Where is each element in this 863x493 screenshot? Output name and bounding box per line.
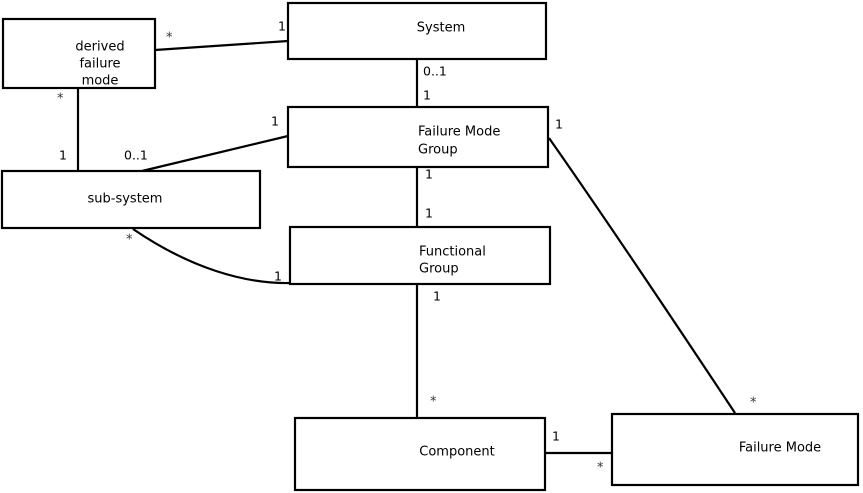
class-label-failure-mode-group-line2: Group: [418, 143, 458, 158]
multiplicity-fmg-fg-source: 1: [425, 167, 433, 182]
link-failure-mode-group-to-sub-system: [141, 134, 289, 173]
link-derived-failure-mode-to-system: [154, 39, 289, 52]
class-box-system[interactable]: [286, 1, 548, 61]
multiplicity-dfm-system-target: 1: [278, 19, 286, 34]
multiplicity-fmg-failuremode-target: *: [750, 396, 757, 411]
class-label-component: Component: [419, 445, 494, 460]
multiplicity-subsystem-fg-target: 1: [274, 269, 282, 284]
link-failure-mode-group-to-failure-mode: [548, 137, 736, 414]
multiplicity-dfm-subsystem-target: 1: [59, 148, 67, 163]
multiplicity-system-fmg-target: 1: [423, 88, 431, 103]
class-box-failure-mode-group[interactable]: [286, 105, 550, 169]
multiplicity-dfm-system-source: *: [166, 31, 173, 46]
class-label-system: System: [417, 21, 465, 36]
multiplicity-component-failuremode-target: *: [597, 461, 604, 476]
multiplicity-subsystem-fg-source: *: [126, 233, 133, 248]
multiplicity-fmg-failuremode-source: 1: [555, 117, 563, 132]
class-label-derived-failure-mode-line1: derived: [75, 40, 124, 55]
class-box-sub-system[interactable]: [0, 169, 262, 230]
class-label-derived-failure-mode-line2: failure: [79, 57, 120, 72]
class-label-derived-failure-mode-line3: mode: [82, 74, 119, 89]
class-box-derived-failure-mode[interactable]: [1, 17, 157, 90]
link-sub-system-to-functional-group: [132, 228, 291, 285]
class-label-sub-system: sub-system: [88, 192, 163, 207]
multiplicity-system-fmg-source: 0..1: [423, 64, 447, 79]
class-label-failure-mode-group-line1: Failure Mode: [418, 125, 500, 140]
multiplicity-component-failuremode-source: 1: [552, 429, 560, 444]
multiplicity-fmg-fg-target: 1: [425, 206, 433, 221]
class-label-functional-group-line1: Functional: [419, 245, 486, 260]
class-label-failure-mode: Failure Mode: [739, 441, 821, 456]
class-label-functional-group-line2: Group: [419, 262, 459, 277]
multiplicity-fg-component-target: *: [430, 395, 437, 410]
multiplicity-fmg-subsystem-source: 1: [271, 114, 279, 129]
class-box-component[interactable]: [293, 416, 547, 492]
multiplicity-dfm-subsystem-source: *: [57, 92, 64, 107]
class-box-failure-mode[interactable]: [610, 412, 860, 487]
multiplicity-fg-component-source: 1: [433, 289, 441, 304]
multiplicity-fmg-subsystem-target: 0..1: [124, 148, 148, 163]
class-box-functional-group[interactable]: [288, 225, 552, 286]
